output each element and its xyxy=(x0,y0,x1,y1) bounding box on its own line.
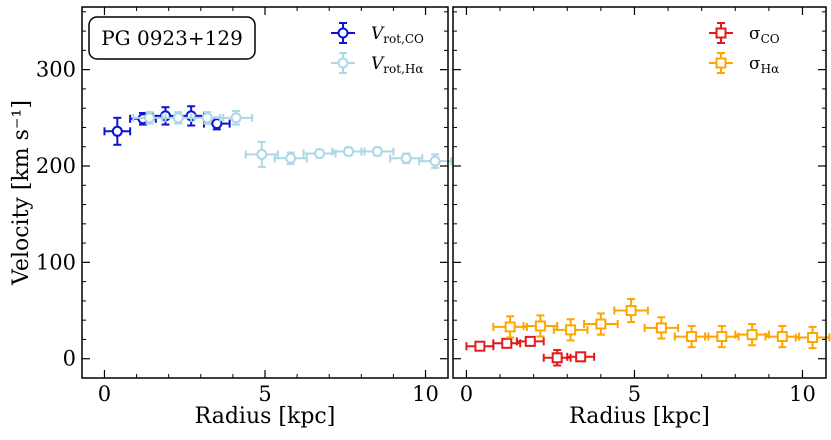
circle-marker xyxy=(342,146,354,158)
square-marker xyxy=(655,322,667,334)
left-data-point xyxy=(161,111,196,125)
square-marker xyxy=(595,318,607,330)
right-series-1 xyxy=(492,297,831,350)
square-marker xyxy=(625,305,637,317)
legend-entry: Vrot,CO xyxy=(331,22,424,46)
left-x-tick-label: 5 xyxy=(258,382,271,406)
left-data-point xyxy=(219,110,254,126)
legend-label: Vrot,Hα xyxy=(371,54,423,76)
circle-marker xyxy=(400,152,412,164)
legend-label: σHα xyxy=(749,54,779,76)
right-x-axis-label: Radius [kpc] xyxy=(569,404,710,429)
right-data-point xyxy=(465,340,495,352)
right-data-point xyxy=(643,316,680,340)
right-legend: σCO σHα xyxy=(709,22,780,76)
square-marker xyxy=(534,320,546,332)
right-data-point xyxy=(583,312,619,336)
circle-marker xyxy=(201,112,213,124)
right-data-point xyxy=(522,314,559,338)
left-data-point xyxy=(132,111,167,125)
left-data-point xyxy=(103,116,132,146)
annotation-frame xyxy=(88,16,256,60)
right-data-point xyxy=(566,351,596,363)
right-data-point xyxy=(515,335,545,347)
left-axes-frame xyxy=(81,6,449,379)
circle-marker xyxy=(285,152,297,164)
right-data-point xyxy=(764,324,801,349)
circle-marker xyxy=(371,146,383,158)
square-marker xyxy=(776,331,788,343)
legend-square-marker xyxy=(715,27,727,39)
annotation-box: PG 0923+129 xyxy=(88,16,256,60)
right-data-point xyxy=(552,318,589,342)
left-legend: Vrot,CO Vrot,Hα xyxy=(331,22,424,76)
left-data-point xyxy=(244,140,279,168)
right-data-point xyxy=(734,323,770,347)
square-marker xyxy=(551,352,563,364)
square-marker xyxy=(716,331,728,343)
square-marker xyxy=(504,321,516,333)
legend-label: σCO xyxy=(749,24,780,46)
circle-marker xyxy=(256,148,268,160)
right-x-tick-label: 5 xyxy=(628,382,641,406)
square-marker xyxy=(746,329,758,341)
left-data-point xyxy=(389,152,424,165)
right-x-tick-label: 0 xyxy=(460,382,473,406)
square-marker xyxy=(474,340,486,352)
right-data-point xyxy=(492,337,522,349)
left-y-tick-label: 200 xyxy=(36,154,76,178)
left-y-tick-label: 300 xyxy=(36,58,76,82)
left-data-point xyxy=(190,111,225,125)
legend-entry: σCO xyxy=(709,22,780,46)
annotation-text: PG 0923+129 xyxy=(101,26,243,50)
left-data-point xyxy=(360,146,395,158)
right-series-0 xyxy=(465,335,596,367)
left-x-tick-label: 0 xyxy=(98,382,111,406)
circle-marker xyxy=(172,112,184,124)
square-marker xyxy=(565,324,577,336)
y-axis-label: Velocity [km s⁻¹] xyxy=(9,100,34,286)
left-data-point xyxy=(418,153,453,169)
circle-marker xyxy=(230,112,242,124)
square-marker xyxy=(575,351,587,363)
left-data-point xyxy=(331,146,366,158)
circle-marker xyxy=(314,147,326,159)
left-series-1 xyxy=(132,110,453,169)
legend-circle-marker xyxy=(337,57,349,69)
square-marker xyxy=(686,331,698,343)
right-axes-frame xyxy=(452,6,827,379)
circle-marker xyxy=(429,155,441,167)
left-x-tick-label: 10 xyxy=(412,382,439,406)
right-data-point xyxy=(794,325,831,350)
legend-entry: Vrot,Hα xyxy=(331,52,423,76)
legend-square-marker xyxy=(715,57,727,69)
square-marker xyxy=(501,337,513,349)
right-data-point xyxy=(704,324,740,349)
right-data-point xyxy=(613,297,649,324)
left-y-tick-label: 100 xyxy=(36,250,76,274)
legend-entry: σHα xyxy=(709,52,779,76)
right-x-tick-label: 10 xyxy=(789,382,816,406)
circle-marker xyxy=(143,112,155,124)
right-data-point xyxy=(492,315,528,339)
square-marker xyxy=(524,335,536,347)
right-data-point xyxy=(673,324,710,349)
left-data-point xyxy=(273,151,308,166)
left-data-point xyxy=(302,147,337,159)
right-major-ticks: 0 5 10 xyxy=(453,7,826,406)
legend-label: Vrot,CO xyxy=(371,24,424,46)
square-marker xyxy=(807,332,819,344)
left-x-axis-label: Radius [kpc] xyxy=(195,404,336,429)
legend-circle-marker xyxy=(337,27,349,39)
circle-marker xyxy=(111,125,123,137)
left-y-tick-label: 0 xyxy=(63,347,76,371)
